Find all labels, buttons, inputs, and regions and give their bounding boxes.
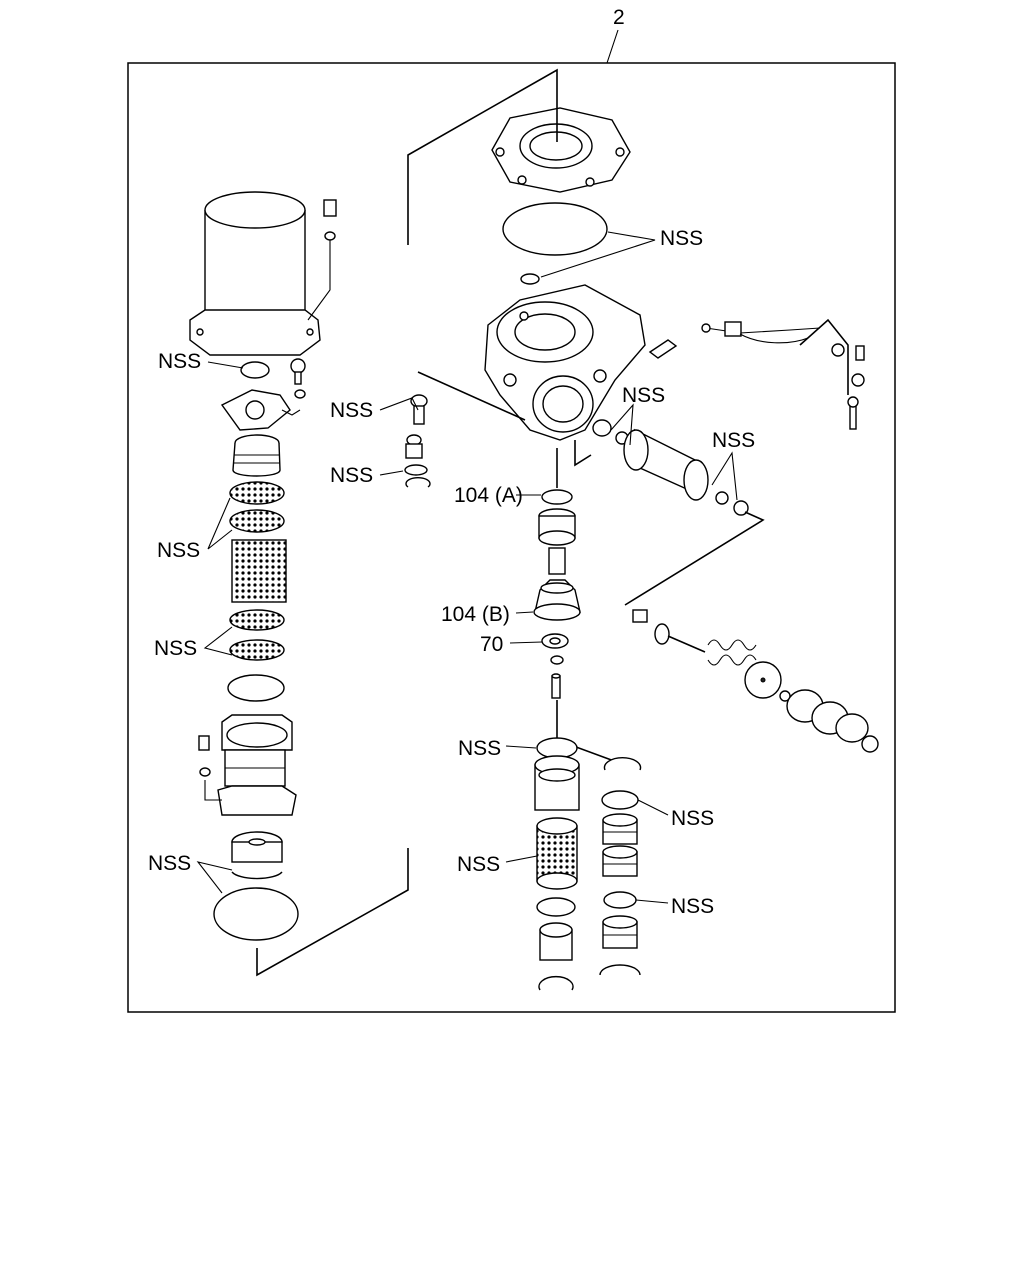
stem-pin (551, 673, 561, 699)
mesh-cylinder-filter (536, 817, 578, 890)
bottom-snap-ring (538, 975, 574, 991)
leader-nss-side-fitting (610, 403, 634, 446)
large-oring (502, 202, 608, 256)
filter-screen-2 (229, 509, 285, 533)
callout-part-104a: 104 (A) (454, 484, 523, 507)
left-seal-washer (240, 361, 270, 379)
right-snap-ring (603, 757, 642, 771)
valve-body-housing (484, 284, 646, 441)
spring-guide-line (624, 511, 765, 606)
right-spool-3 (602, 915, 638, 949)
callout-part-104b: 104 (B) (441, 603, 510, 626)
leader-nss-right-cap (635, 899, 669, 904)
callout-nss-top-oring: NSS (660, 227, 703, 250)
callout-nss-valve-bottom: NSS (330, 464, 373, 487)
callout-nss-mesh-filter: NSS (457, 853, 500, 876)
right-bottom-snap-ring (599, 964, 641, 976)
lower-bolt (198, 735, 222, 801)
callout-nss-right-cap: NSS (671, 895, 714, 918)
small-oring (520, 273, 540, 285)
figure-frame (127, 62, 896, 1013)
callout-nss-left-seal: NSS (158, 350, 201, 373)
cap-oring (231, 871, 283, 880)
valve-guide-line (417, 371, 526, 421)
lower-gasket (536, 897, 576, 917)
oring-104a (541, 489, 573, 505)
leader-nss-valve-top (379, 397, 419, 411)
small-screw (290, 358, 306, 399)
filter-cap (231, 831, 283, 863)
leader-nss-filter-screens (207, 497, 233, 550)
leader-nss-piston-oring (505, 745, 537, 749)
leader-nss-right-oring (711, 451, 738, 501)
piston-oring (536, 737, 578, 759)
callout-nss-right-oring: NSS (712, 429, 755, 452)
leader-nss-top (540, 231, 656, 278)
leader-part-104b (515, 611, 534, 614)
lower-oring (227, 674, 285, 702)
lower-screen-1 (229, 609, 285, 631)
callout-nss-bottom-seals: NSS (148, 852, 191, 875)
bottom-oring (213, 887, 299, 941)
bottom-guide-line (256, 848, 409, 977)
reference-leader (606, 29, 619, 64)
callout-part-70: 70 (480, 633, 503, 656)
top-cover-plate (491, 107, 631, 193)
figure-reference-number: 2 (613, 6, 625, 29)
leader-part-70 (509, 641, 543, 644)
filter-element (231, 539, 287, 603)
sensor-harness (648, 318, 865, 430)
right-spool-2 (602, 845, 638, 877)
right-spool-1 (602, 813, 638, 845)
piston-upper (538, 508, 576, 575)
filter-canister (189, 191, 321, 356)
canister-bolt (307, 199, 337, 321)
part-70 (541, 633, 569, 665)
leader-nss-lower-screens (203, 626, 233, 656)
piston-104b (533, 579, 581, 621)
callout-nss-valve-top: NSS (330, 399, 373, 422)
filter-bellows (232, 434, 281, 477)
callout-nss-right-oring-2: NSS (671, 807, 714, 830)
lower-housing (217, 714, 297, 816)
leader-nss-valve-bottom (379, 470, 404, 476)
callout-nss-lower-screens: NSS (154, 637, 197, 660)
leader-nss-mesh-filter (505, 855, 538, 863)
side-guide-line (574, 440, 592, 467)
callout-nss-piston-oring: NSS (458, 737, 501, 760)
leader-nss-left-seal (207, 361, 244, 369)
lower-screen-2 (229, 639, 285, 661)
top-guide-line (407, 68, 558, 245)
right-oring (601, 790, 639, 810)
callout-nss-filter-screens: NSS (157, 539, 200, 562)
filter-screen-1 (229, 481, 285, 505)
leader-nss-right-oring-2 (637, 799, 669, 816)
spring-assembly (632, 609, 879, 753)
right-cap (603, 891, 637, 909)
port-plate (220, 389, 301, 431)
callout-nss-side-fitting: NSS (622, 384, 665, 407)
lower-cylinder (534, 755, 580, 811)
bottom-sleeve (539, 922, 573, 961)
leader-nss-bottom-seals (196, 861, 233, 894)
